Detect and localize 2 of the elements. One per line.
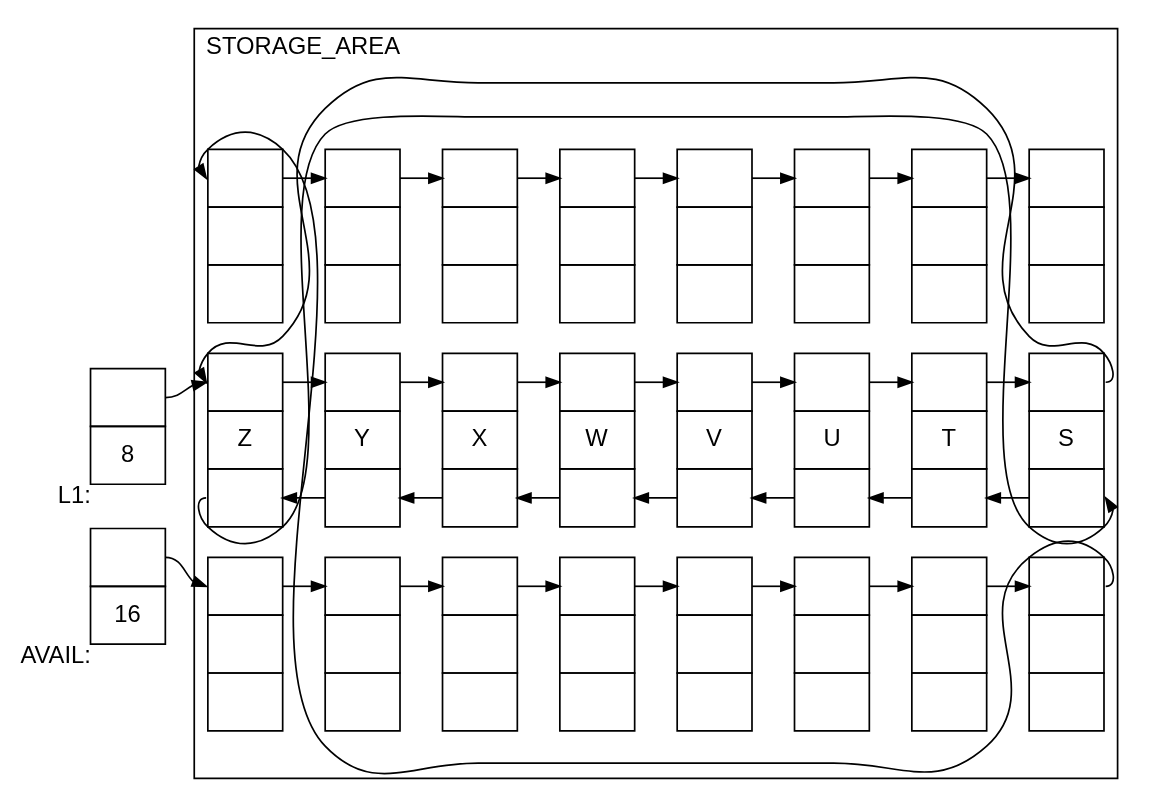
node-label: AVAIL: [20,641,91,669]
node-label: L1: [57,481,91,509]
